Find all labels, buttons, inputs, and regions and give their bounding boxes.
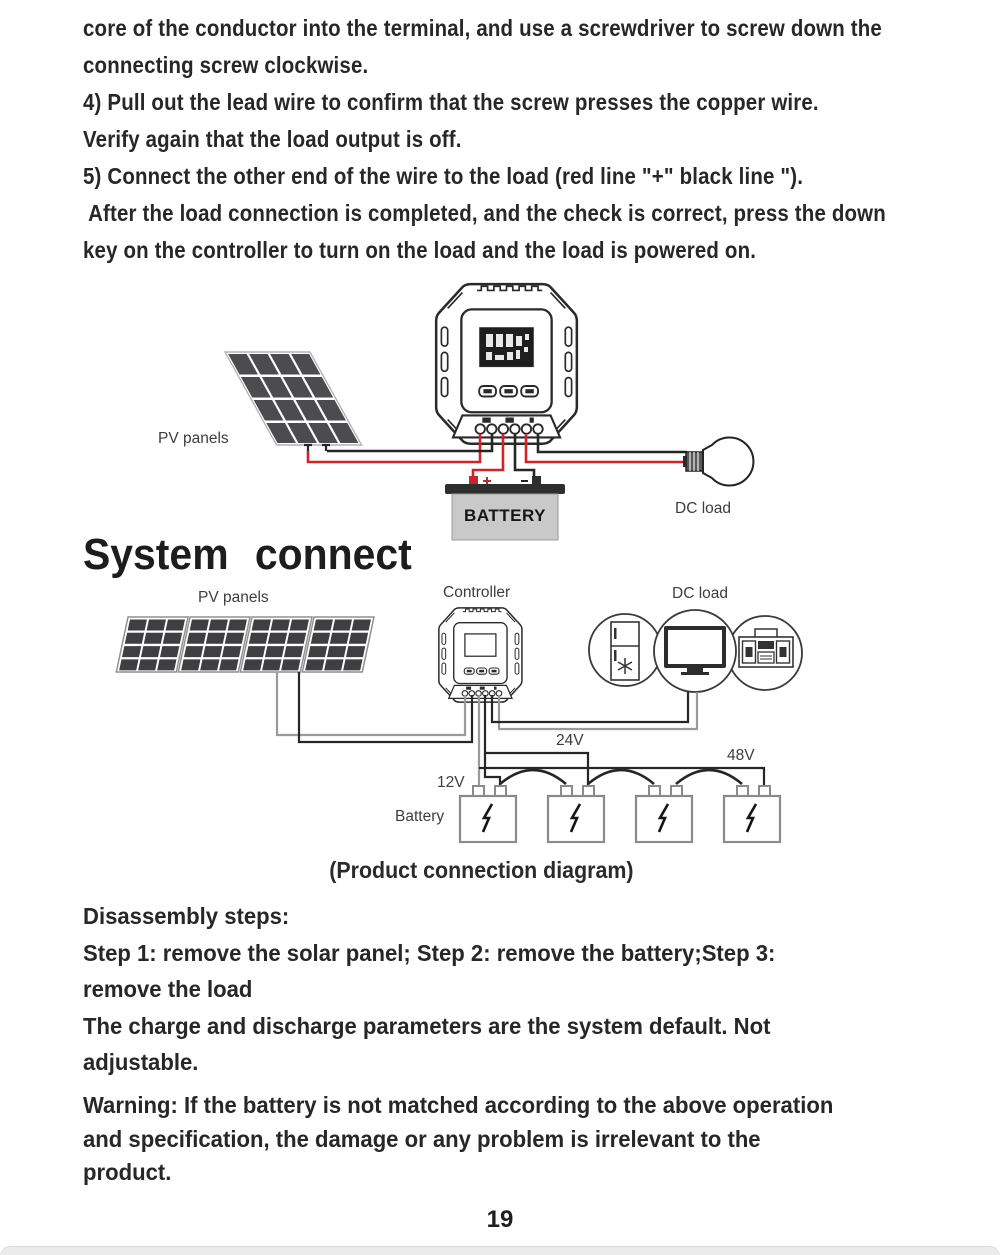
wires-gray-2 <box>275 672 699 786</box>
section-heading: System connect <box>83 530 412 579</box>
controller-icon <box>438 607 523 703</box>
bulb-icon <box>683 436 755 487</box>
battery-label-2: Battery <box>395 808 445 825</box>
warning-line: Warning: If the battery is not matched a… <box>83 1092 834 1118</box>
body-line: remove the load <box>83 976 253 1002</box>
series-jumper-arcs <box>499 768 743 785</box>
battery-label-1: BATTERY <box>464 506 546 525</box>
intro-line: Verify again that the load output is off… <box>83 126 462 152</box>
disassembly-paragraph: Disassembly steps: Step 1: remove the so… <box>83 898 775 1081</box>
body-line: The charge and discharge parameters are … <box>83 1012 771 1039</box>
solar-panel-icon <box>223 351 363 446</box>
intro-line: 4) Pull out the lead wire to confirm tha… <box>83 89 819 115</box>
battery-icon <box>546 784 606 844</box>
battery-icon <box>445 476 565 541</box>
intro-line: core of the conductor into the terminal,… <box>83 15 882 41</box>
body-line: adjustable. <box>83 1049 199 1075</box>
body-line: Disassembly steps: <box>83 903 290 929</box>
dc-load-group <box>588 609 803 693</box>
wires-black-2 <box>297 672 766 786</box>
diagram2 <box>115 607 803 844</box>
solar-panel-icon <box>115 616 189 673</box>
warning-paragraph: Warning: If the battery is not matched a… <box>83 1089 833 1190</box>
pv-panels-label-2: PV panels <box>198 589 269 606</box>
controller-label: Controller <box>443 584 511 601</box>
pv-terminal-hooks <box>304 443 330 451</box>
controller-lcd <box>480 328 533 366</box>
voltage-12v-label: 12V <box>437 774 465 791</box>
battery-icon <box>634 784 694 844</box>
pv-panels-label-1: PV panels <box>158 430 229 447</box>
wires-red-1 <box>306 434 687 478</box>
intro-paragraph: core of the conductor into the terminal,… <box>83 10 886 269</box>
battery-icon <box>458 784 518 844</box>
body-line: Step 1: remove the solar panel; Step 2: … <box>83 939 776 966</box>
solar-panel-icon <box>177 616 251 673</box>
battery-icon <box>722 784 782 844</box>
bottom-edge-bar <box>0 1246 1000 1255</box>
diagram1 <box>223 282 755 541</box>
dc-load-label-2: DC load <box>672 585 728 602</box>
page-number: 19 <box>486 1206 514 1233</box>
intro-line: After the load connection is completed, … <box>83 200 886 226</box>
solar-panel-icon <box>301 616 375 673</box>
intro-line: connecting screw clockwise. <box>83 52 369 78</box>
radio-icon <box>738 628 794 668</box>
voltage-48v-label: 48V <box>727 747 755 764</box>
snowflake-icon <box>617 658 633 674</box>
tv-icon <box>664 626 726 675</box>
warning-line: product. <box>83 1159 172 1185</box>
voltage-24v-label: 24V <box>556 732 584 749</box>
wires-black-1 <box>327 434 687 478</box>
dc-load-label-1: DC load <box>675 500 731 517</box>
solar-panel-icon <box>239 616 313 673</box>
diagram-caption: (Product connection diagram) <box>329 857 634 883</box>
fridge-icon <box>610 621 640 681</box>
warning-line: and specification, the damage or any pro… <box>83 1125 761 1152</box>
intro-line: 5) Connect the other end of the wire to … <box>83 163 804 189</box>
plus-mark <box>483 477 491 485</box>
intro-line: key on the controller to turn on the loa… <box>83 237 757 263</box>
